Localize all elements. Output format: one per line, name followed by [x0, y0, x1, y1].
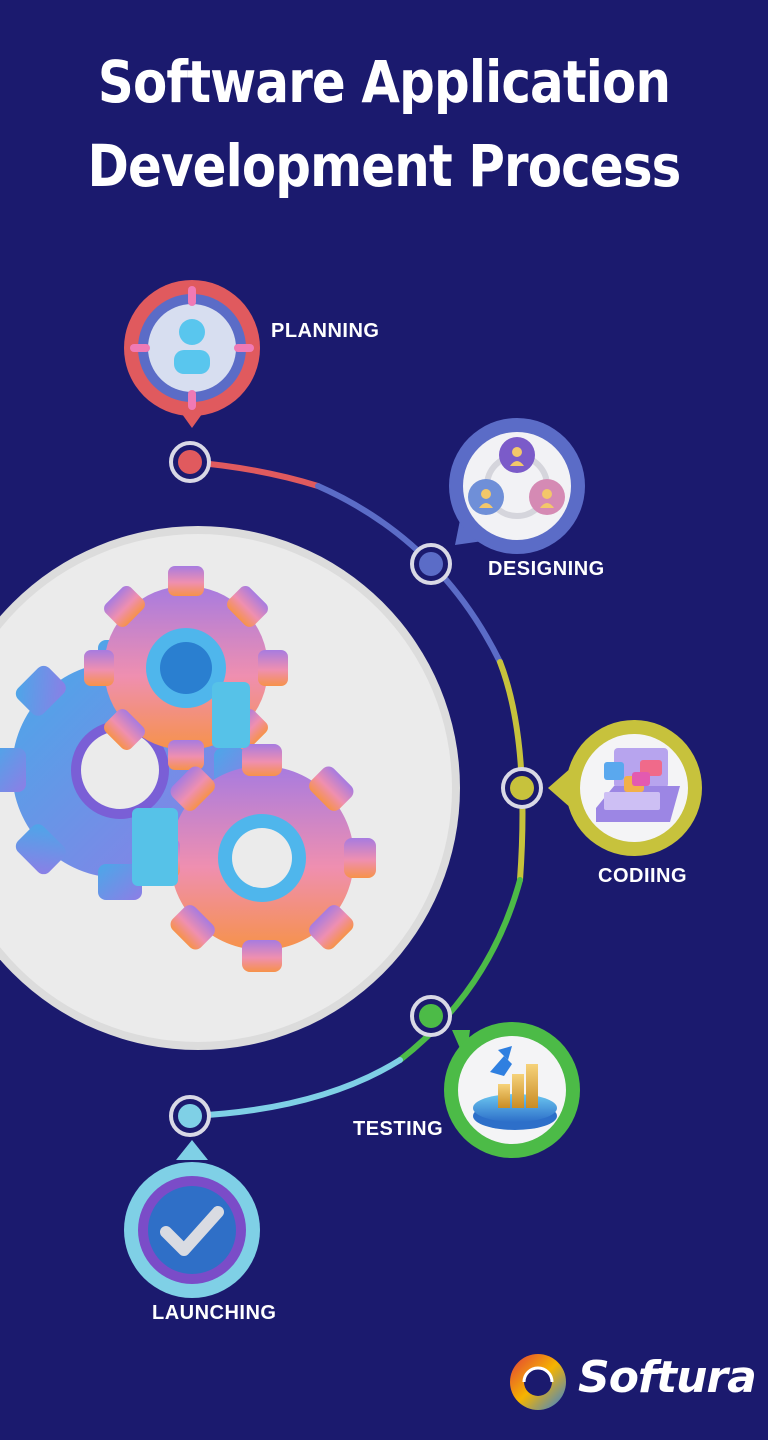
checkmark-icon: [160, 1206, 224, 1256]
node-launching: [169, 1095, 211, 1137]
node-testing: [410, 995, 452, 1037]
testing-badge: [444, 1022, 580, 1158]
stage-label-designing: DESIGNING: [488, 558, 605, 580]
bar-chart-growth-icon: [473, 1046, 557, 1130]
softura-logo-icon: [510, 1354, 566, 1410]
coding-badge: [548, 720, 702, 856]
gears-icon: [0, 566, 376, 972]
target-user-icon: [130, 286, 254, 410]
stage-label-planning: PLANNING: [271, 320, 380, 342]
title-line-2: Development Process: [87, 132, 681, 200]
title-line-1: Software Application: [97, 48, 671, 116]
stage-label-testing: TESTING: [353, 1118, 444, 1140]
timeline-nodes: [169, 441, 543, 1137]
laptop-code-icon: [596, 748, 680, 822]
node-designing: [410, 543, 452, 585]
stage-label-launching: LAUNCHING: [152, 1302, 277, 1324]
brand-name: Softura: [578, 1352, 757, 1403]
launching-badge: [124, 1140, 260, 1298]
center-illustration: [0, 526, 460, 1050]
page-title: Software Application Development Process: [54, 40, 714, 208]
node-coding: [501, 767, 543, 809]
node-planning: [169, 441, 211, 483]
designing-badge: [449, 418, 585, 554]
stage-label-coding: CODIING: [598, 865, 688, 887]
planning-badge: [124, 280, 260, 428]
team-circle-icon: [468, 437, 565, 519]
